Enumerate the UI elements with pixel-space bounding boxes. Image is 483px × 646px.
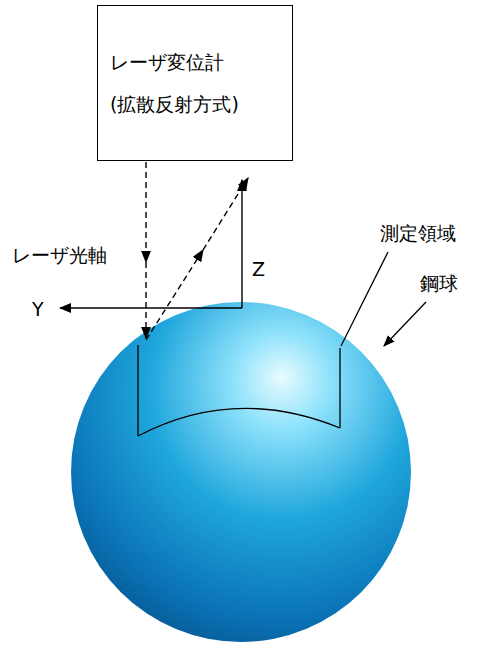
laser-beam <box>146 162 248 340</box>
axis-label: Y <box>32 298 44 321</box>
box-label: レーザ変位計 (拡散反射方式) <box>110 41 280 125</box>
steel-ball <box>71 302 411 642</box>
instrument-box: レーザ変位計 (拡散反射方式) <box>97 5 293 161</box>
callout-label: 測定領域 <box>380 222 456 245</box>
callout-label: レーザ光軸 <box>12 244 107 267</box>
measurement-region <box>138 345 340 436</box>
leader-lines <box>341 252 426 346</box>
axis-label: Z <box>252 258 265 281</box>
callout-label: 鋼球 <box>420 272 458 295</box>
